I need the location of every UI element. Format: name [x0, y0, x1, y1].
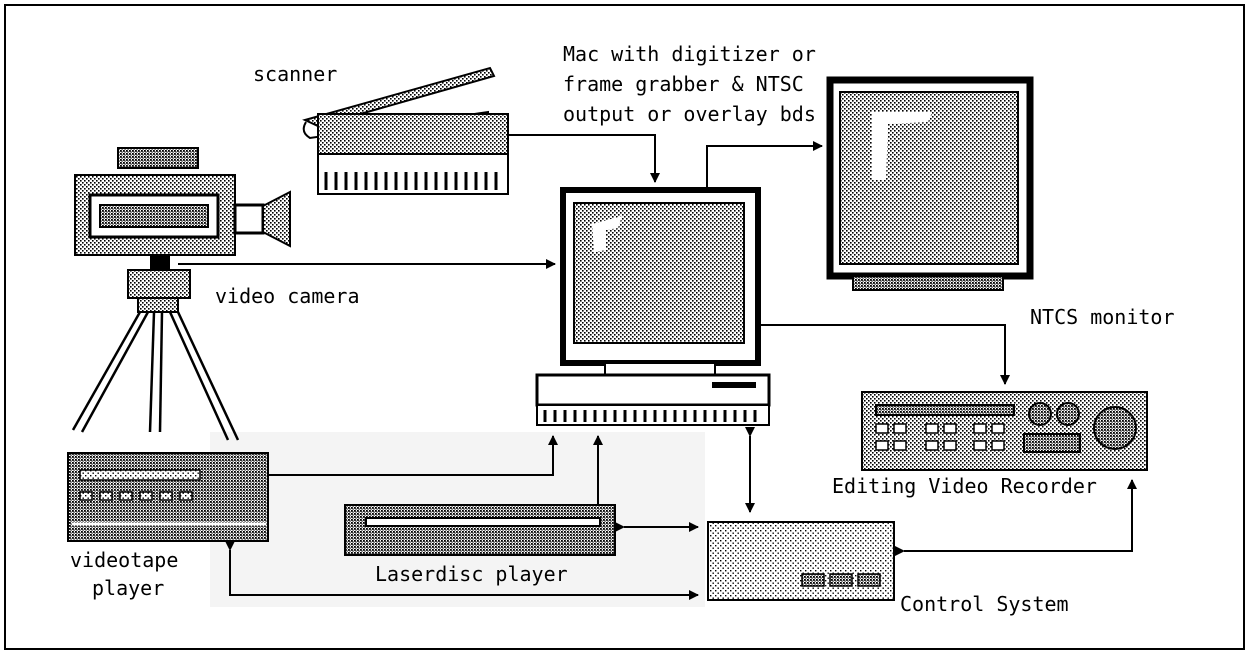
laserdisc-player-icon [344, 504, 616, 556]
label-mac-line1: Mac with digitizer or [563, 42, 816, 66]
label-videotape-line1: videotape [70, 548, 179, 572]
editing-video-recorder-icon [861, 391, 1148, 471]
label-mac-line3: output or overlay bds [563, 102, 816, 126]
connector-mac-recorder [758, 324, 1010, 385]
label-videotape-line2: player [92, 576, 165, 600]
label-laserdisc-player: Laserdisc player [375, 562, 568, 586]
scanner-icon [302, 66, 509, 195]
connector-control-recorder [895, 479, 1137, 556]
label-control-system: Control System [900, 592, 1069, 616]
videotape-player-icon [67, 452, 269, 542]
connector-mac-monitor [706, 141, 823, 190]
mac-computer-icon [535, 187, 771, 426]
ntcs-monitor-icon [826, 76, 1034, 291]
label-ntcs-monitor: NTCS monitor [1030, 305, 1175, 329]
connector-scanner-mac [508, 134, 660, 183]
connector-videotape-control [225, 541, 699, 600]
label-mac-line2: frame grabber & NTSC [563, 72, 804, 96]
label-editing-video-recorder: Editing Video Recorder [832, 474, 1097, 498]
label-scanner: scanner [253, 62, 338, 86]
connector-videotape-mac [268, 435, 558, 476]
video-camera-icon [71, 147, 291, 441]
control-system-icon [707, 521, 895, 601]
label-video-camera: video camera [215, 284, 360, 308]
